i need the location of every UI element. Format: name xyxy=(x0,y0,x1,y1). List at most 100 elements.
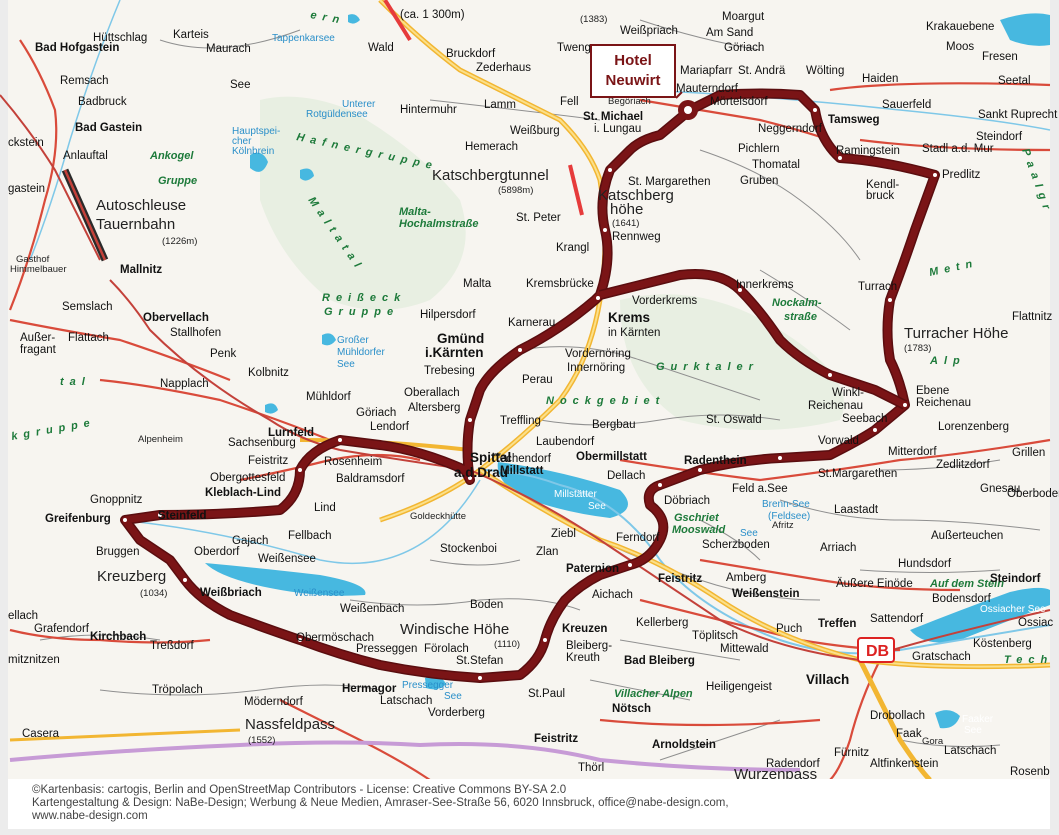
label-feistritz3: Feistritz xyxy=(534,733,578,745)
label-aussertouchen: Außerteuchen xyxy=(931,530,1003,542)
label-kolbnitz: Kolbnitz xyxy=(248,367,289,379)
label-zlan: Zlan xyxy=(536,546,558,558)
label-radendorf: Radendorf xyxy=(766,758,821,770)
label-fell: Fell xyxy=(560,96,579,108)
label-feld-a-see: Feld a.See xyxy=(732,483,788,495)
label-kellerberg: Kellerberg xyxy=(636,617,688,629)
tauerntunnel-marker xyxy=(383,0,412,42)
label-see5: See xyxy=(444,691,462,702)
label-cher: cher xyxy=(232,136,252,147)
label-i-lungau: i. Lungau xyxy=(594,123,641,135)
label-vordernoering: Vordernöring xyxy=(565,348,631,360)
label-kremsbruecke: Kremsbrücke xyxy=(526,278,594,290)
label-gora: Gora xyxy=(922,736,944,747)
hotel-neuwirt-marker[interactable]: Hotel Neuwirt xyxy=(590,44,676,98)
label-laastadt: Laastadt xyxy=(834,504,879,516)
label-bodensdorf: Bodensdorf xyxy=(932,593,992,605)
label-sachsenburg: Sachsenburg xyxy=(228,437,296,449)
label-obermillstatt: Obermillstatt xyxy=(576,451,647,463)
label-goeriach2: Göriach xyxy=(356,407,396,419)
label-karnerau: Karnerau xyxy=(508,317,555,329)
label-gastein: gastein xyxy=(8,183,45,195)
label-turrach: Turrach xyxy=(858,281,897,293)
label-lurnfeld: Lurnfeld xyxy=(268,427,314,439)
label-bergbau: Bergbau xyxy=(592,419,635,431)
label-1110: (1110) xyxy=(494,639,520,650)
label-treffen: Treffen xyxy=(818,618,856,630)
label-rosenb: Rosenb xyxy=(1010,766,1050,778)
label-baldramsdorf: Baldramsdorf xyxy=(336,473,405,485)
label-lorenzenberg: Lorenzenberg xyxy=(938,421,1009,433)
label-amberg: Amberg xyxy=(726,572,766,584)
label-techendorf: Techendorf xyxy=(494,453,552,465)
label-innernoering: Innernöring xyxy=(567,362,625,374)
label-villach: Villach xyxy=(806,672,849,687)
label-fragant: fragant xyxy=(20,344,57,356)
label-bad-gastein: Bad Gastein xyxy=(75,122,142,134)
label-moos: Moos xyxy=(946,41,974,53)
label-feistritz2: Feistritz xyxy=(658,573,702,585)
label-foerolach: Förolach xyxy=(424,643,469,655)
muehldorfer-lake xyxy=(322,333,336,346)
label-lind: Lind xyxy=(314,502,336,514)
label-treffling: Treffling xyxy=(500,415,541,427)
db-logo: DB xyxy=(866,643,889,660)
label-brenn-see: Brenn-See xyxy=(762,499,810,510)
label-kreuzen: Kreuzen xyxy=(562,623,607,635)
label-in-kaernten: in Kärnten xyxy=(608,327,660,339)
label-gnesau: Gnesau xyxy=(980,483,1020,495)
label-kendl: Kendl- xyxy=(866,179,899,191)
label-st-peter: St. Peter xyxy=(516,212,561,224)
place-labels: Bad Hofgastein Hüttschlag Karteis Maurac… xyxy=(8,9,1059,783)
label-hintermuhr: Hintermuhr xyxy=(400,104,457,116)
label-1226m: (1226m) xyxy=(162,236,197,247)
label-krakauebene: Krakauebene xyxy=(926,21,994,33)
label-hermagor: Hermagor xyxy=(342,683,397,695)
label-moederndorf: Möderndorf xyxy=(244,696,304,708)
label-1383: (1383) xyxy=(580,14,607,25)
label-reisseck: Reißeck xyxy=(322,292,406,304)
label-zederhaus: Zederhaus xyxy=(476,62,531,74)
label-ankogel: Ankogel xyxy=(149,150,194,162)
label-thomatal: Thomatal xyxy=(752,159,800,171)
river-gastein xyxy=(29,0,121,261)
label-mitterdorf: Mitterdorf xyxy=(888,446,937,458)
label-see: See xyxy=(230,79,250,91)
label-fuernitz: Fürnitz xyxy=(834,747,869,759)
label-tamsweg: Tamsweg xyxy=(828,114,880,126)
label-kirchbach: Kirchbach xyxy=(90,631,146,643)
label-afritz-lake: Afritz xyxy=(772,520,794,531)
label-ziebl: Ziebl xyxy=(551,528,576,540)
label-gruppe2: Gruppe xyxy=(324,306,399,318)
label-weissbriach: Weißbriach xyxy=(200,587,262,599)
label-woelting: Wölting xyxy=(806,65,844,77)
hotel-pin-pointer xyxy=(675,91,683,99)
label-hemerach: Hemerach xyxy=(465,141,518,153)
label-wurzenpass: Wurzenpass xyxy=(734,766,817,783)
label-malta-hochalm-2: Hochalmstraße xyxy=(399,218,478,230)
label-malta-hochalm-1: Malta- xyxy=(399,206,431,218)
railways xyxy=(0,94,1051,661)
credits-line2: Kartengestaltung & Design: NaBe-Design; … xyxy=(32,797,729,809)
label-ossiacher-see: Ossiacher See xyxy=(980,604,1046,615)
db-logo-box xyxy=(857,637,895,663)
credits-line3: www.nabe-design.com xyxy=(32,810,148,822)
label-hofgastein: Bad Hofgastein xyxy=(35,42,119,54)
label-see3: See xyxy=(588,501,606,512)
label-obergottesfeld: Obergottesfeld xyxy=(210,472,285,484)
label-st-michael: St. Michael xyxy=(583,111,643,123)
label-toeplitsch: Töplitsch xyxy=(692,630,738,642)
label-pressegger: Pressegger xyxy=(402,680,454,691)
label-semslach: Semslach xyxy=(62,301,113,313)
label-millstatt: Millstatt xyxy=(500,465,544,477)
autoschleuse-tunnel-inner xyxy=(63,169,107,261)
label-ad-drau: a.d.Drau xyxy=(454,465,508,480)
label-kreuzberg: Kreuzberg xyxy=(97,568,166,585)
label-1783: (1783) xyxy=(904,343,931,354)
label-goldeckhuette: Goldeckhütte xyxy=(410,511,466,522)
label-see6: See xyxy=(964,725,982,736)
label-obervellach: Obervellach xyxy=(143,312,209,324)
label-st-paul: St.Paul xyxy=(528,688,565,700)
motorways xyxy=(9,0,1051,782)
